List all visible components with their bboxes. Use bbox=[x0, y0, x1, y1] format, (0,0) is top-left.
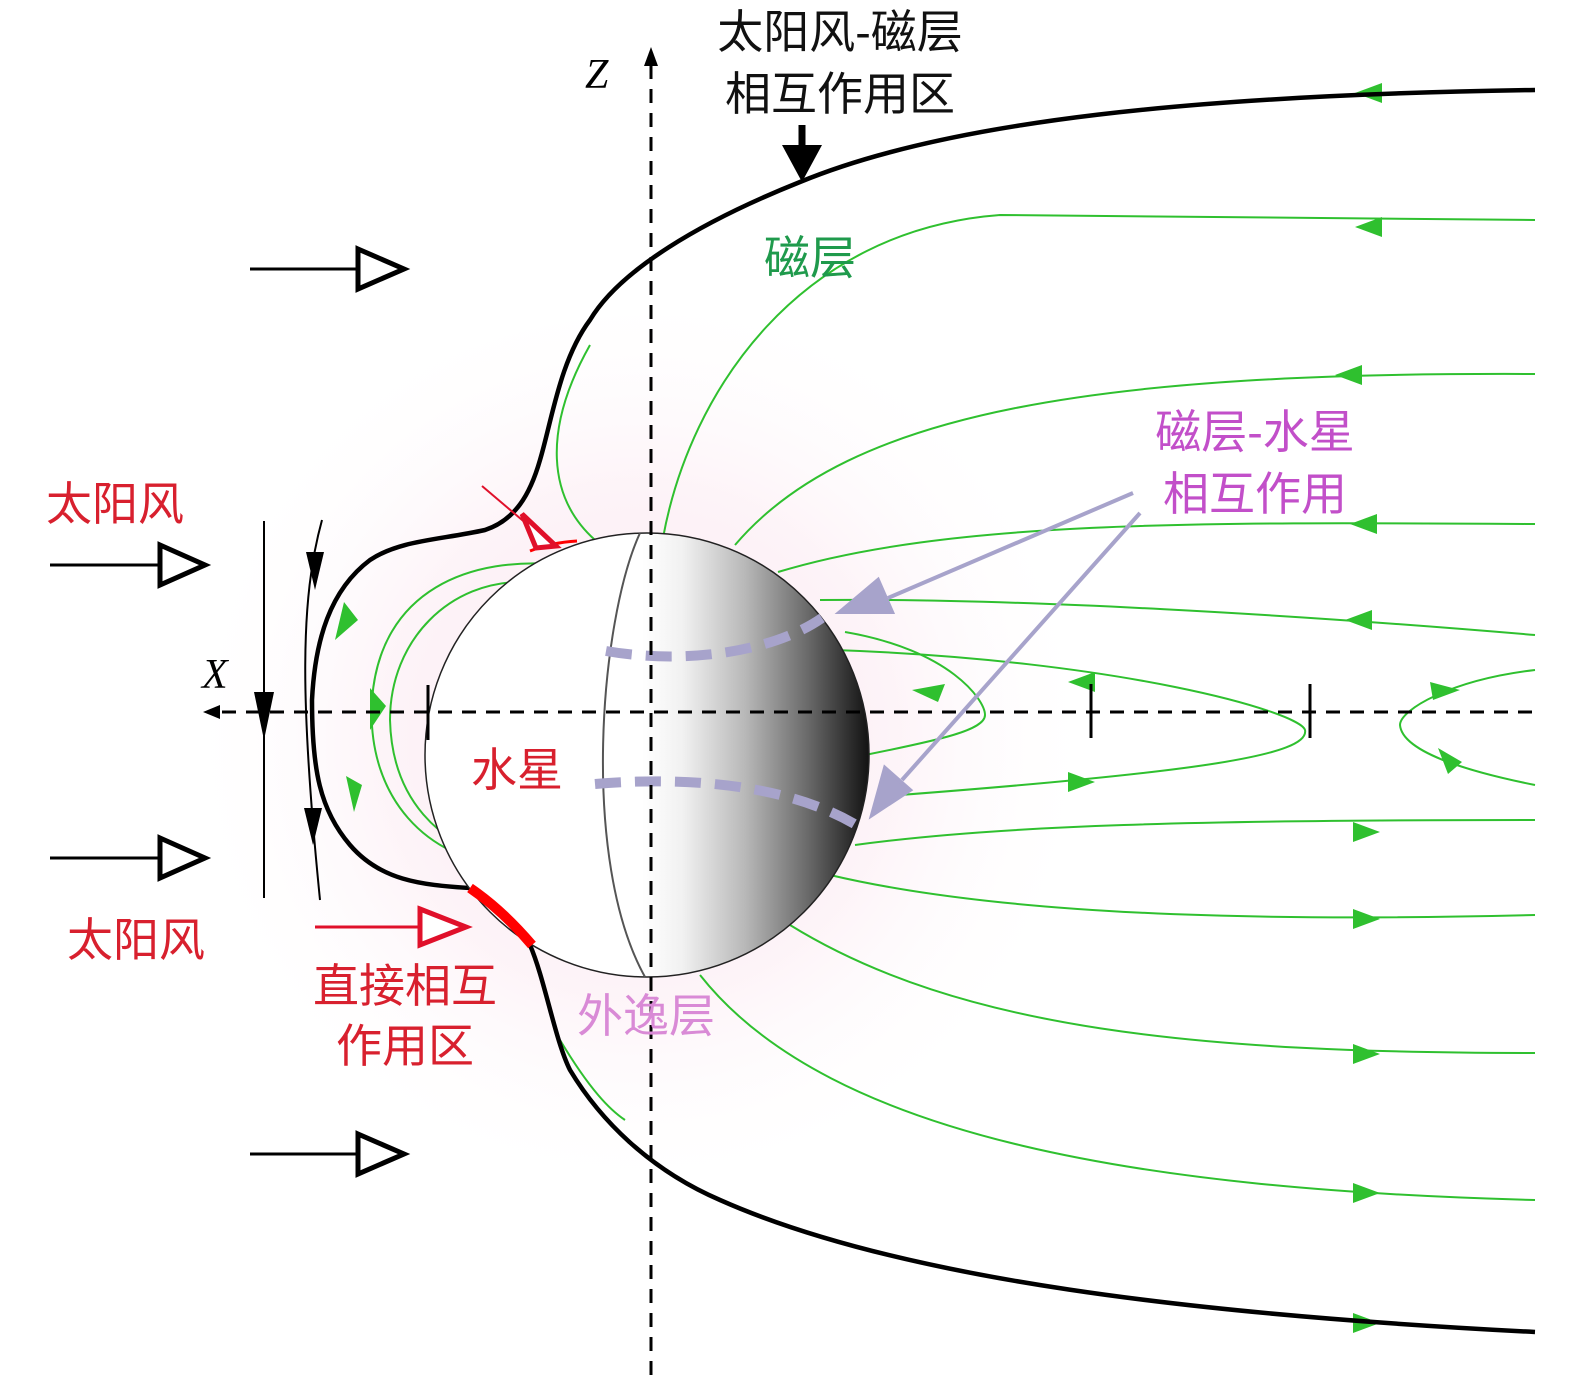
solar-wind-label-bottom: 太阳风 bbox=[67, 913, 205, 967]
z-axis-arrowhead bbox=[644, 47, 658, 66]
exosphere-label: 外逸层 bbox=[577, 989, 715, 1043]
solar-wind-magnetosphere-label-line2: 相互作用区 bbox=[725, 67, 955, 121]
solar-wind-arrow-icon bbox=[50, 545, 205, 585]
field-arrowhead bbox=[1438, 748, 1462, 774]
direct-interaction-label-line2: 作用区 bbox=[336, 1019, 474, 1073]
solar-wind-arrow-icon bbox=[50, 838, 205, 878]
solar-wind-arrow-icon bbox=[250, 1134, 404, 1174]
magnetosphere-mercury-label-line2: 相互作用 bbox=[1163, 467, 1347, 521]
magnetosphere-label: 磁层 bbox=[764, 231, 856, 285]
z-axis-label: Z bbox=[585, 52, 609, 98]
field-arrowhead bbox=[1353, 1044, 1380, 1064]
direct-interaction-label-line1: 直接相互 bbox=[313, 959, 497, 1013]
field-arrowhead bbox=[1345, 610, 1372, 630]
field-line bbox=[1400, 670, 1535, 785]
field-arrowhead bbox=[1350, 514, 1377, 534]
field-arrowhead bbox=[1353, 822, 1380, 842]
field-arrowhead bbox=[1335, 365, 1362, 385]
field-arrowhead bbox=[1430, 682, 1460, 700]
solar-wind-magnetosphere-label-line1: 太阳风-磁层 bbox=[717, 5, 963, 59]
magnetosphere-mercury-label-line1: 磁层-水星 bbox=[1155, 405, 1355, 459]
field-arrowhead bbox=[1355, 217, 1382, 237]
mercury-label: 水星 bbox=[471, 743, 563, 797]
solar-wind-arrow-icon bbox=[250, 249, 404, 289]
solar-wind-label-top: 太阳风 bbox=[46, 477, 184, 531]
field-arrowhead bbox=[1353, 1183, 1380, 1203]
x-axis-label: X bbox=[200, 652, 230, 698]
field-arrowhead bbox=[1353, 909, 1380, 929]
